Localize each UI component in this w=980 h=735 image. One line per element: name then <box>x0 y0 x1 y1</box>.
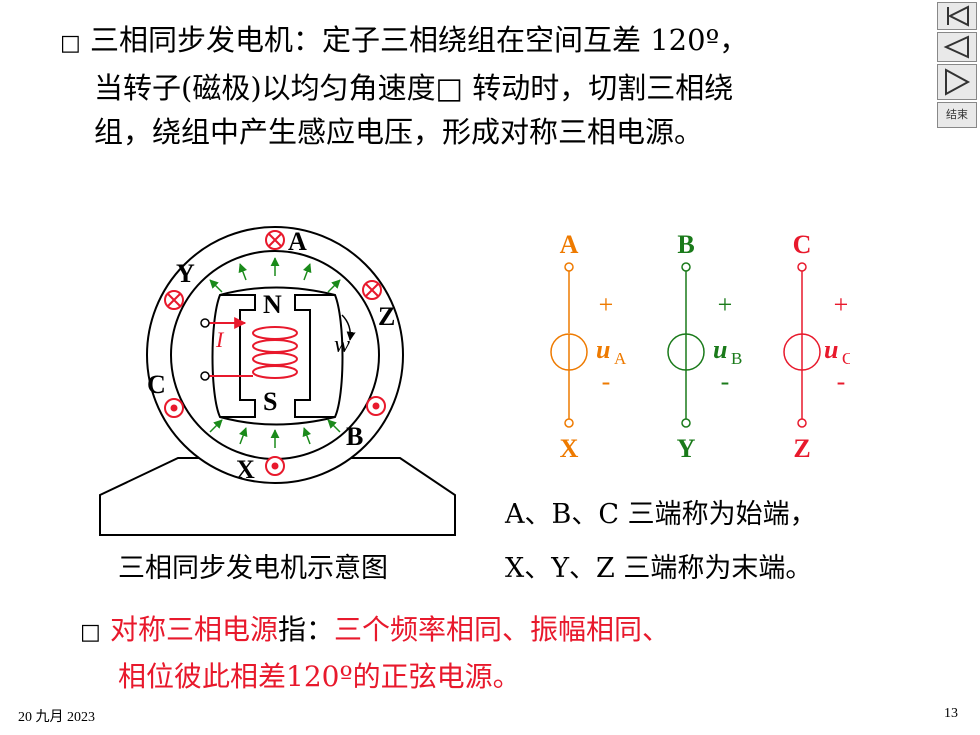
definition-line-1: □ 对称三相电源指：三个频率相同、振幅相同、 <box>80 608 920 655</box>
source-C-voltage: u <box>824 335 838 364</box>
generator-base <box>99 457 456 536</box>
definition-line-2: 相位彼此相差120º的正弦电源。 <box>118 660 521 693</box>
winding-Z-cross-icon <box>362 280 382 300</box>
rotor-coil <box>207 317 298 379</box>
intro-line-2: 当转子(磁极)以均匀角速度□ 转动时，切割三相绕 <box>60 66 920 110</box>
rotor-bottom-arc <box>219 416 336 426</box>
source-C-bottom-label: Z <box>793 434 810 463</box>
end-show-label: 结束 <box>946 108 968 121</box>
source-B-top-label: B <box>677 230 694 259</box>
generator-diagram: A Y Z C B X N S I w <box>99 226 456 536</box>
source-A-terminal-top <box>564 262 574 272</box>
end-show-button[interactable]: 结束 <box>937 102 977 128</box>
source-B-bottom-label: Y <box>677 434 696 463</box>
winding-X-dot-icon <box>265 456 285 476</box>
source-A-bottom-label: X <box>560 434 579 463</box>
rotor-pole-right <box>294 294 344 418</box>
source-A-top-label: A <box>560 230 579 259</box>
source-A-terminal-bottom <box>564 418 574 428</box>
definition-paragraph: □ 对称三相电源指：三个频率相同、振幅相同、 相位彼此相差120º的正弦电源。 <box>80 608 920 699</box>
nav-first-button[interactable] <box>937 2 977 30</box>
source-B-voltage: u <box>713 335 727 364</box>
intro-text-1: 三相同步发电机：定子三相绕组在空间互差 120º， <box>90 23 749 57</box>
label-X: X <box>236 455 255 484</box>
bullet-glyph: □ <box>60 31 81 56</box>
nav-prev-button[interactable] <box>937 32 977 62</box>
footer-date: 20 九月 2023 <box>18 710 95 725</box>
winding-A-cross-icon <box>265 230 285 250</box>
intro-line-3: 组，绕组中产生感应电压，形成对称三相电源。 <box>60 110 920 154</box>
source-B-plus: + <box>718 290 733 319</box>
start-terminals-text: A、B、C 三端称为始端， <box>505 499 817 530</box>
label-Z: Z <box>378 302 395 331</box>
source-C-voltage-sub: C <box>842 349 850 368</box>
winding-Y-cross-icon <box>164 290 184 310</box>
intro-paragraph: □ 三相同步发电机：定子三相绕组在空间互差 120º， 当转子(磁极)以均匀角速度… <box>60 18 920 154</box>
nav-next-button[interactable] <box>937 64 977 100</box>
previous-icon <box>943 35 969 59</box>
source-C-plus: + <box>834 290 849 319</box>
source-A: A X + - u A <box>550 230 627 463</box>
rotation-arrow <box>341 314 356 341</box>
rotor-top-arc <box>219 286 336 296</box>
generator-caption: 三相同步发电机示意图 <box>118 553 388 584</box>
winding-B-dot-icon <box>366 396 386 416</box>
definition-bullet: □ <box>80 620 101 645</box>
definition-zhi: 指： <box>278 613 335 646</box>
label-Y: Y <box>176 259 195 288</box>
source-C-minus: - <box>837 367 846 396</box>
end-terminals-text: X、Y、Z 三端称为末端。 <box>505 553 813 584</box>
source-B-minus: - <box>721 367 730 396</box>
three-phase-sources: A X + - u A B Y + - u B C Z + - u C <box>550 230 850 463</box>
label-N: N <box>263 290 282 319</box>
source-B: B Y + - u B <box>667 230 742 463</box>
source-B-terminal-top <box>681 262 691 272</box>
source-B-terminal-bottom <box>681 418 691 428</box>
definition-term: 对称三相电源 <box>110 613 279 646</box>
next-icon <box>945 68 971 96</box>
label-C: C <box>147 370 166 399</box>
source-C-terminal-bottom <box>797 418 807 428</box>
label-S: S <box>263 387 277 416</box>
coil-terminal-1 <box>200 318 210 328</box>
source-B-voltage-sub: B <box>731 349 742 368</box>
intro-text-3: 组，绕组中产生感应电压，形成对称三相电源。 <box>94 115 704 149</box>
label-A: A <box>288 227 307 256</box>
source-A-voltage-sub: A <box>614 349 627 368</box>
intro-text-2: 当转子(磁极)以均匀角速度□ 转动时，切割三相绕 <box>94 71 734 105</box>
label-omega: w <box>334 332 350 358</box>
source-A-plus: + <box>599 290 614 319</box>
intro-line-1: □ 三相同步发电机：定子三相绕组在空间互差 120º， <box>60 18 920 66</box>
magnetic-field-arrows <box>209 257 341 448</box>
winding-C-dot-icon <box>164 398 184 418</box>
source-A-minus: - <box>602 367 611 396</box>
label-current-I: I <box>215 327 225 352</box>
rotor-pole-left <box>211 294 256 418</box>
coil-terminal-2 <box>200 371 210 381</box>
source-C: C Z + - u C <box>783 230 850 463</box>
source-C-terminal-top <box>797 262 807 272</box>
source-C-top-label: C <box>793 230 812 259</box>
skip-to-first-icon <box>947 5 969 27</box>
footer-page-number: 13 <box>944 706 958 721</box>
label-B: B <box>346 422 363 451</box>
definition-text-1: 三个频率相同、振幅相同、 <box>334 613 671 646</box>
source-A-voltage: u <box>596 335 610 364</box>
